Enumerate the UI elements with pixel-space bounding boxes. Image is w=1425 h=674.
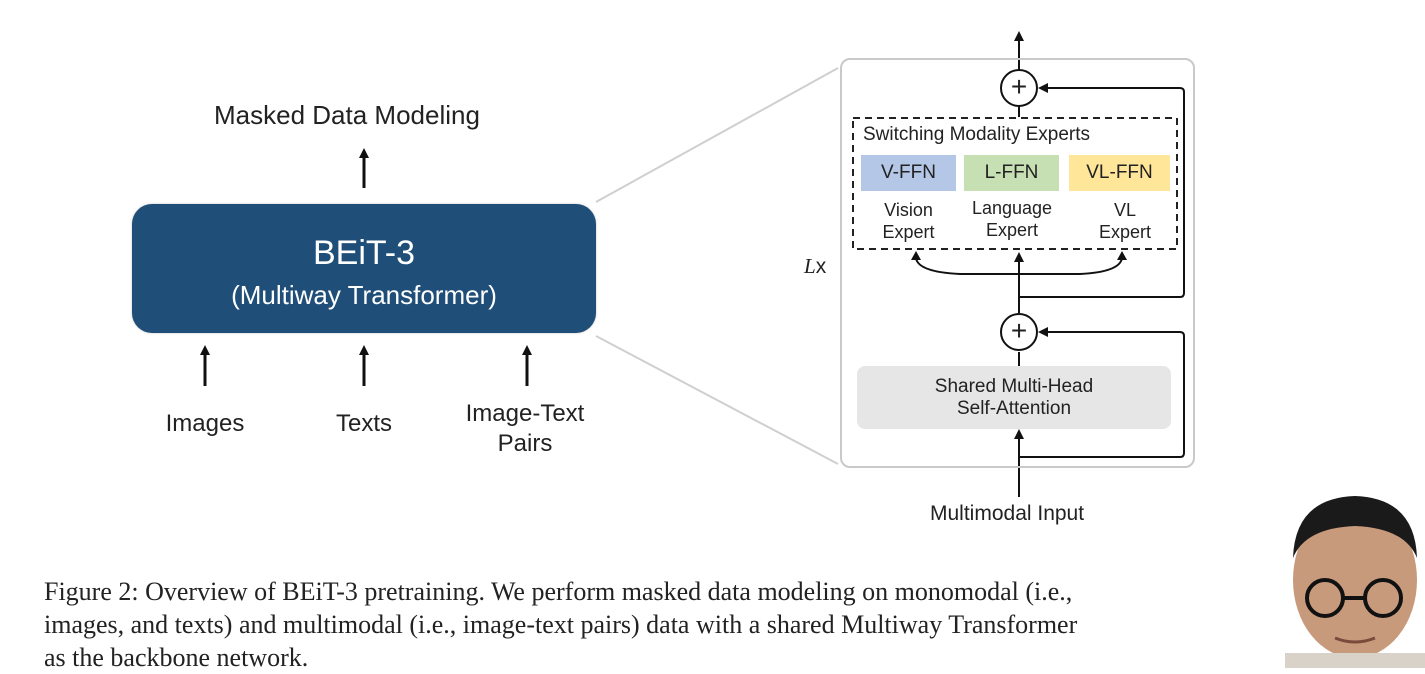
expert-box-l-ffn: L-FFN (964, 155, 1059, 191)
presenter-video-overlay (1265, 488, 1425, 668)
core-model-title: BEiT-3 (312, 234, 416, 272)
experts-title: Switching Modality Experts (863, 124, 1091, 145)
attention-line2: Self-Attention (956, 397, 1072, 419)
routing-arrow-left (911, 251, 921, 260)
zoom-line-top (595, 67, 839, 203)
routing-arrow-right (1117, 251, 1127, 260)
output-label: Masked Data Modeling (214, 100, 480, 130)
caption-line3: as the backbone network. (44, 643, 309, 672)
experts-dashed-region (852, 117, 1178, 250)
add-symbol-top: + (1010, 71, 1028, 102)
add-circle-bottom (1000, 313, 1038, 351)
figure-caption: Figure 2: Overview of BEiT-3 pretraining… (44, 575, 1284, 674)
input-label-pairs-line2: Pairs (497, 430, 553, 457)
layer-count-label: Lx (804, 254, 827, 278)
attention-line1: Shared Multi-Head (934, 375, 1094, 397)
expert-box-vl-ffn: VL-FFN (1069, 155, 1170, 191)
layer-detail-panel (840, 58, 1195, 468)
expert-desc-vl: VL Expert (1098, 200, 1152, 242)
add-circle-top (1000, 69, 1038, 107)
caption-line2: images, and texts) and multimodal (i.e.,… (44, 610, 1078, 639)
zoom-line-bottom (595, 335, 839, 465)
caption-line1: Figure 2: Overview of BEiT-3 pretraining… (44, 577, 1073, 606)
multimodal-input-label: Multimodal Input (930, 502, 1085, 525)
shared-attention-box: Shared Multi-Head Self-Attention (857, 366, 1171, 429)
input-label-images: Images (165, 410, 245, 437)
expert-desc-vision: Vision Expert (882, 200, 935, 242)
input-label-pairs-line1: Image-Text (465, 400, 585, 427)
expert-box-v-ffn: V-FFN (861, 155, 956, 191)
residual-path-lower (1019, 327, 1185, 458)
core-model-box: BEiT-3 (Multiway Transformer) (132, 204, 596, 333)
add-symbol-bottom: + (1010, 315, 1028, 346)
residual-path-upper (1019, 83, 1185, 298)
expert-desc-language: Language Expert (971, 198, 1053, 240)
input-label-texts: Texts (335, 410, 392, 437)
core-model-subtitle: (Multiway Transformer) (231, 280, 497, 310)
routing-curve (915, 257, 1123, 275)
